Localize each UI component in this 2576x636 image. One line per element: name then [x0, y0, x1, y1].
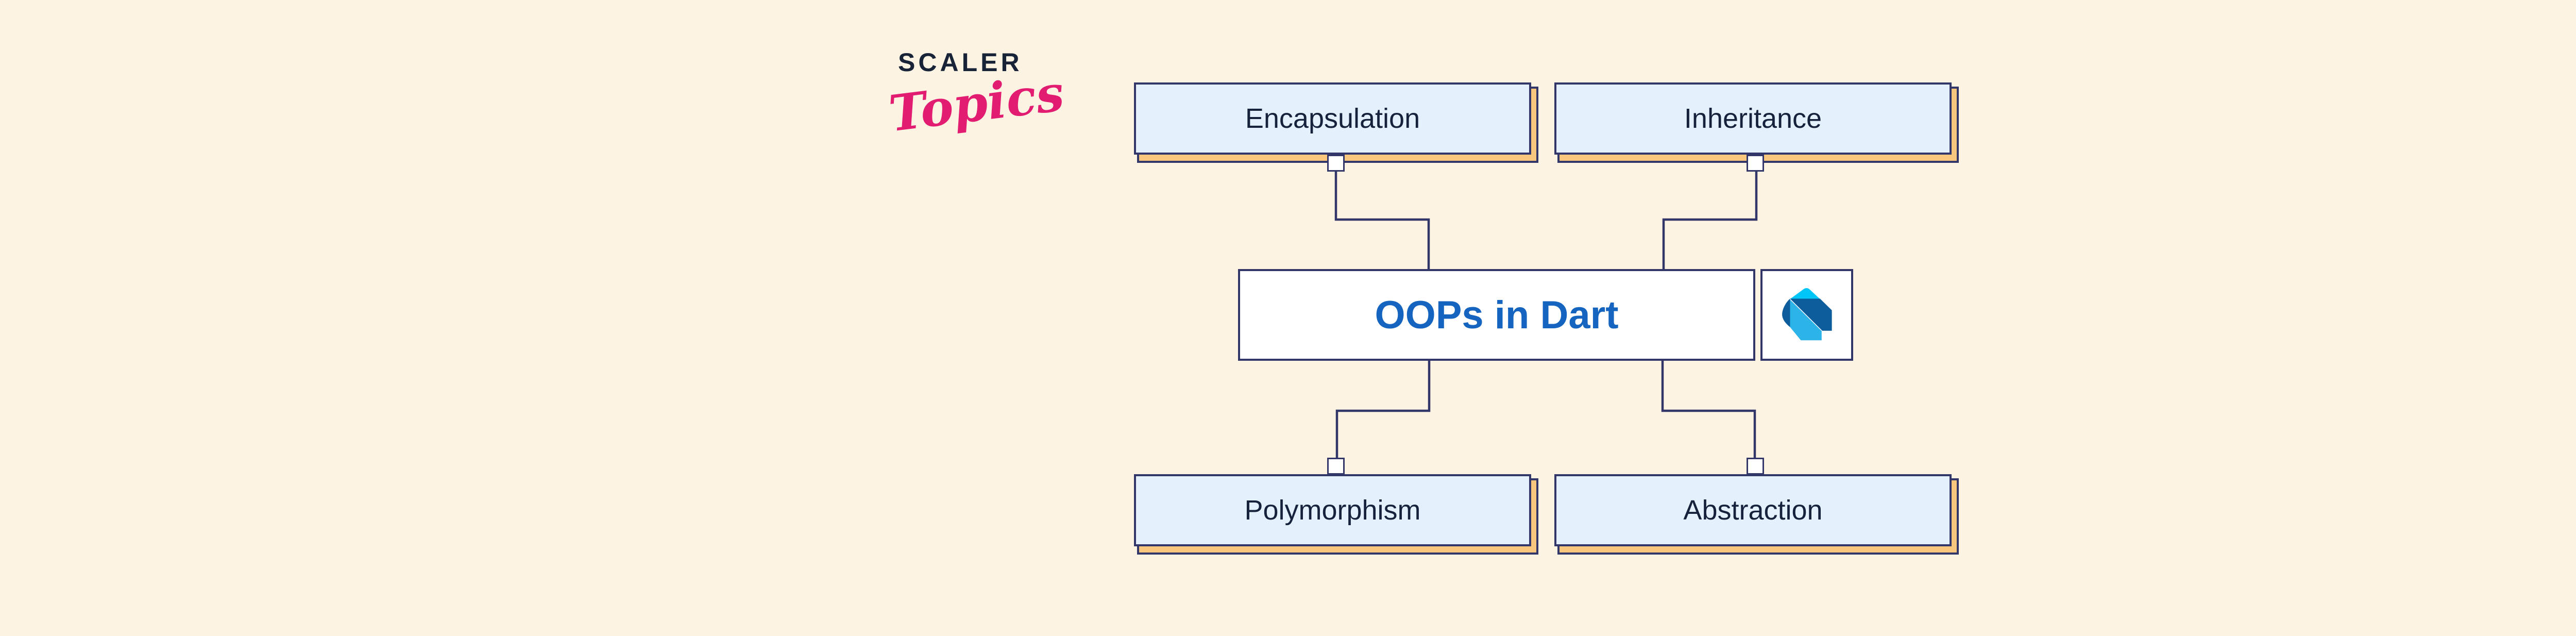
connector-inheritance-center — [1662, 172, 1758, 270]
connector-center-polymorphism — [1335, 361, 1431, 459]
connector-port-encapsulation — [1327, 155, 1345, 172]
connector-port-inheritance — [1747, 155, 1764, 172]
dart-logo-box — [1760, 269, 1853, 361]
node-inheritance: Inheritance — [1554, 82, 1952, 155]
dart-logo-icon — [1782, 288, 1832, 341]
node-label: Polymorphism — [1244, 495, 1421, 526]
connector-port-abstraction — [1747, 458, 1764, 475]
node-label: Abstraction — [1683, 495, 1823, 526]
node-label: Inheritance — [1684, 103, 1822, 134]
center-topic-box: OOPs in Dart — [1238, 269, 1755, 361]
connector-port-polymorphism — [1327, 458, 1345, 475]
center-topic-label: OOPs in Dart — [1375, 293, 1619, 337]
node-encapsulation: Encapsulation — [1134, 82, 1531, 155]
connector-center-abstraction — [1661, 361, 1756, 459]
logo-brand-text: SCALER — [898, 48, 1023, 77]
connector-encapsulation-center — [1334, 172, 1430, 270]
scaler-topics-logo: SCALER Topics — [886, 47, 1067, 161]
node-abstraction: Abstraction — [1554, 474, 1952, 546]
node-polymorphism: Polymorphism — [1134, 474, 1531, 546]
node-label: Encapsulation — [1245, 103, 1420, 134]
